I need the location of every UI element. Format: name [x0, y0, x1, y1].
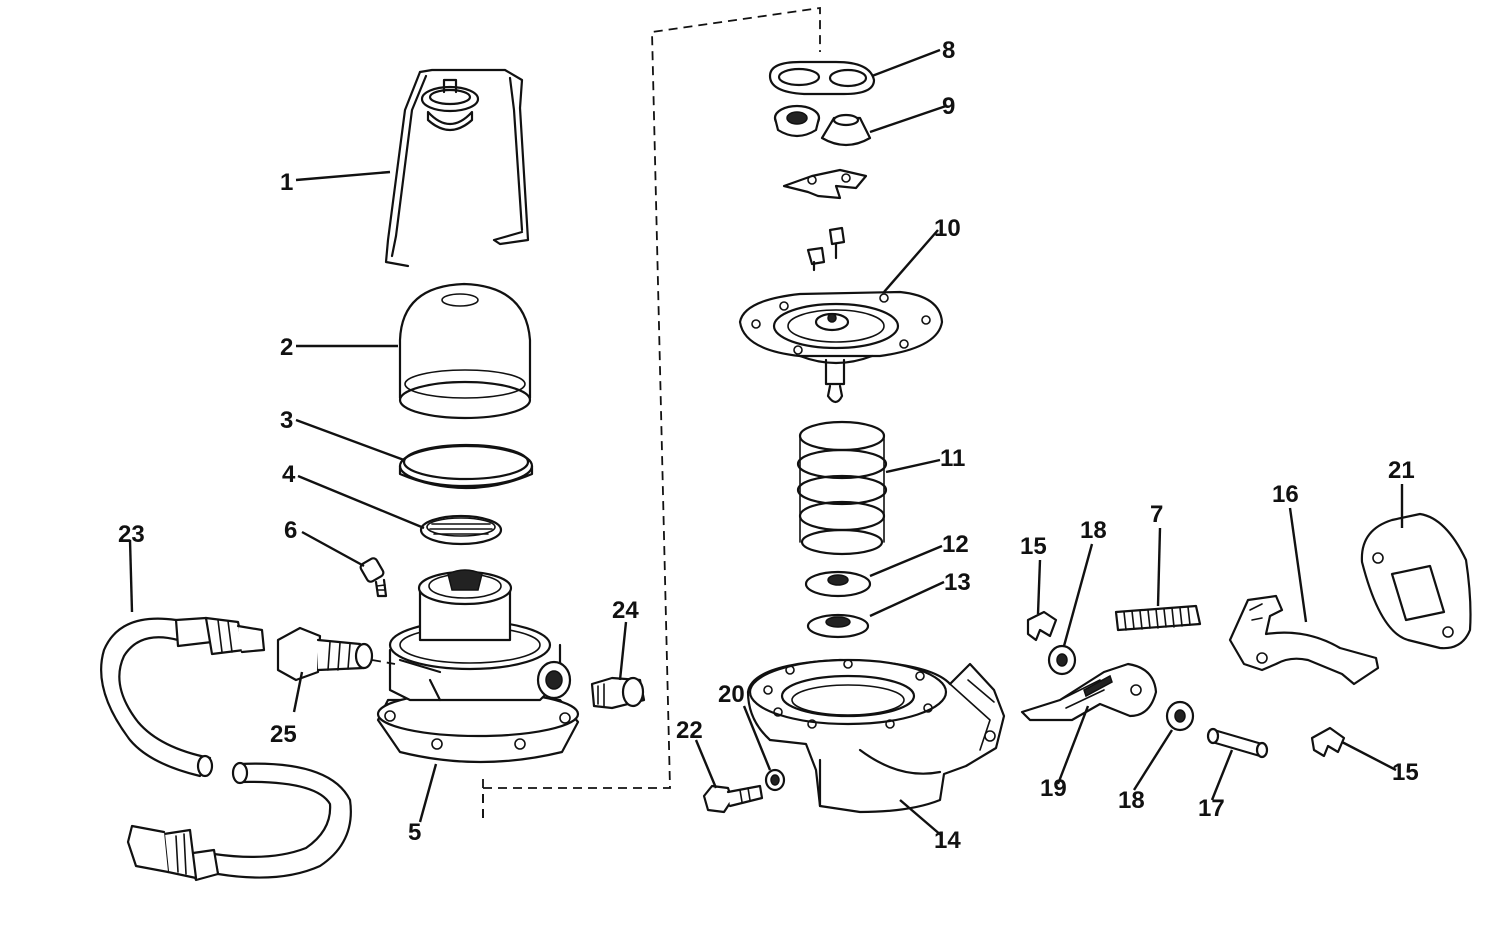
- part-14-pump-body: [746, 658, 1006, 814]
- part-17-rocker-pin: [1206, 727, 1269, 759]
- callout-15-upper: 15: [1020, 533, 1047, 560]
- part-5-pump-cover: [376, 569, 580, 764]
- callout-9: 9: [942, 93, 955, 120]
- callout-16: 16: [1272, 481, 1299, 508]
- part-16-rocker-arm: [1228, 594, 1380, 686]
- part-21-mounting-gasket: [1360, 512, 1472, 650]
- part-13-oil-seal: [806, 613, 870, 639]
- part-3-bowl-gasket: [398, 443, 534, 490]
- part-25-union-fitting: [276, 626, 396, 682]
- part-23-hose: [100, 616, 352, 882]
- part-18-washer-upper: [1047, 644, 1077, 676]
- callout-21: 21: [1388, 457, 1415, 484]
- callout-11: 11: [940, 445, 965, 472]
- retainer-screws: [806, 226, 846, 272]
- callout-5: 5: [408, 819, 421, 846]
- part-12-spring-seat: [804, 570, 872, 598]
- callout-24: 24: [612, 597, 639, 624]
- callout-2: 2: [280, 334, 293, 361]
- part-22-cap-screw: [702, 784, 764, 814]
- callout-numbers: 1 2 3 4 6 23 25 5 24 8 9 10 11 12 13 14 …: [118, 37, 1419, 854]
- part-11-diaphragm-spring: [796, 420, 888, 556]
- callout-4: 4: [282, 461, 296, 488]
- callout-18-upper: 18: [1080, 517, 1107, 544]
- part-2-glass-bowl: [398, 282, 532, 420]
- callout-15-lower: 15: [1392, 759, 1419, 786]
- callout-17: 17: [1198, 795, 1225, 822]
- callout-22: 22: [676, 717, 703, 744]
- callout-14: 14: [934, 827, 961, 854]
- callout-18-lower: 18: [1118, 787, 1145, 814]
- callout-25: 25: [270, 721, 297, 748]
- part-15-clip-upper: [1026, 610, 1058, 642]
- callout-10: 10: [934, 215, 961, 242]
- callout-23: 23: [118, 521, 145, 548]
- callout-12: 12: [942, 531, 969, 558]
- part-15-clip-lower: [1310, 726, 1346, 758]
- callout-6: 6: [284, 517, 297, 544]
- part-20-lock-washer: [764, 768, 786, 792]
- part-1-wire-bail: [384, 68, 530, 268]
- callout-1: 1: [280, 169, 293, 196]
- callout-3: 3: [280, 407, 293, 434]
- part-9-valves: [773, 104, 872, 147]
- callout-19: 19: [1040, 775, 1067, 802]
- callout-20: 20: [718, 681, 745, 708]
- callout-8: 8: [942, 37, 955, 64]
- part-8-valve-gaskets: [768, 60, 876, 96]
- part-6-screw: [359, 557, 388, 598]
- callout-13: 13: [944, 569, 971, 596]
- part-19-rocker-link: [1020, 662, 1158, 722]
- part-7-return-spring: [1114, 604, 1202, 632]
- part-4-filter-screen: [419, 514, 503, 546]
- callout-7: 7: [1150, 501, 1163, 528]
- valve-retainer-plate: [782, 168, 868, 200]
- part-18-washer-lower: [1165, 700, 1195, 732]
- leader-lines: [128, 48, 1404, 837]
- part-24-fitting: [590, 676, 646, 710]
- part-10-diaphragm: [738, 290, 944, 404]
